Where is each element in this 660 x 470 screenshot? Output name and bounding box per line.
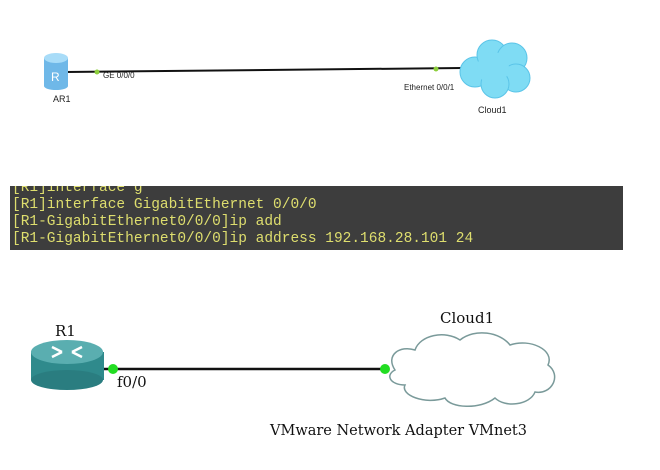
cloud1-icon[interactable] (459, 39, 531, 99)
terminal-line: [R1]interface GigabitEthernet 0/0/0 (12, 197, 317, 213)
ar1-port-label: GE 0/0/0 (103, 71, 135, 80)
ar1-router-icon[interactable]: R (44, 53, 68, 90)
cloud1-label: Cloud1 (440, 309, 495, 327)
terminal-line: [R1-GigabitEthernet0/0/0]ip address 192.… (12, 231, 474, 247)
cloud1-port-dot (380, 364, 390, 374)
terminal-output: [R1]interface g [R1]interface GigabitEth… (10, 186, 623, 250)
cloud1-adapter-label: VMware Network Adapter VMnet3 (270, 423, 527, 439)
r1-port-label: f0/0 (117, 373, 147, 391)
ar1-label: AR1 (53, 94, 71, 104)
svg-text:R: R (51, 70, 60, 84)
cloud1-port-dot (433, 66, 439, 72)
r1-label: R1 (55, 322, 76, 340)
bottom-topology (31, 332, 556, 407)
top-topology: R (44, 39, 531, 99)
r1-port-dot (108, 364, 118, 374)
cloud1-icon[interactable] (389, 332, 556, 407)
terminal-line: [R1-GigabitEthernet0/0/0]ip add (12, 214, 282, 230)
top-link[interactable] (65, 67, 463, 73)
cloud1-label: Cloud1 (478, 105, 507, 115)
ar1-port-dot (94, 69, 100, 75)
r1-router-icon[interactable] (31, 340, 104, 390)
cloud1-port-label: Ethernet 0/0/1 (404, 83, 455, 92)
terminal-line: [R1]interface g (12, 186, 143, 196)
